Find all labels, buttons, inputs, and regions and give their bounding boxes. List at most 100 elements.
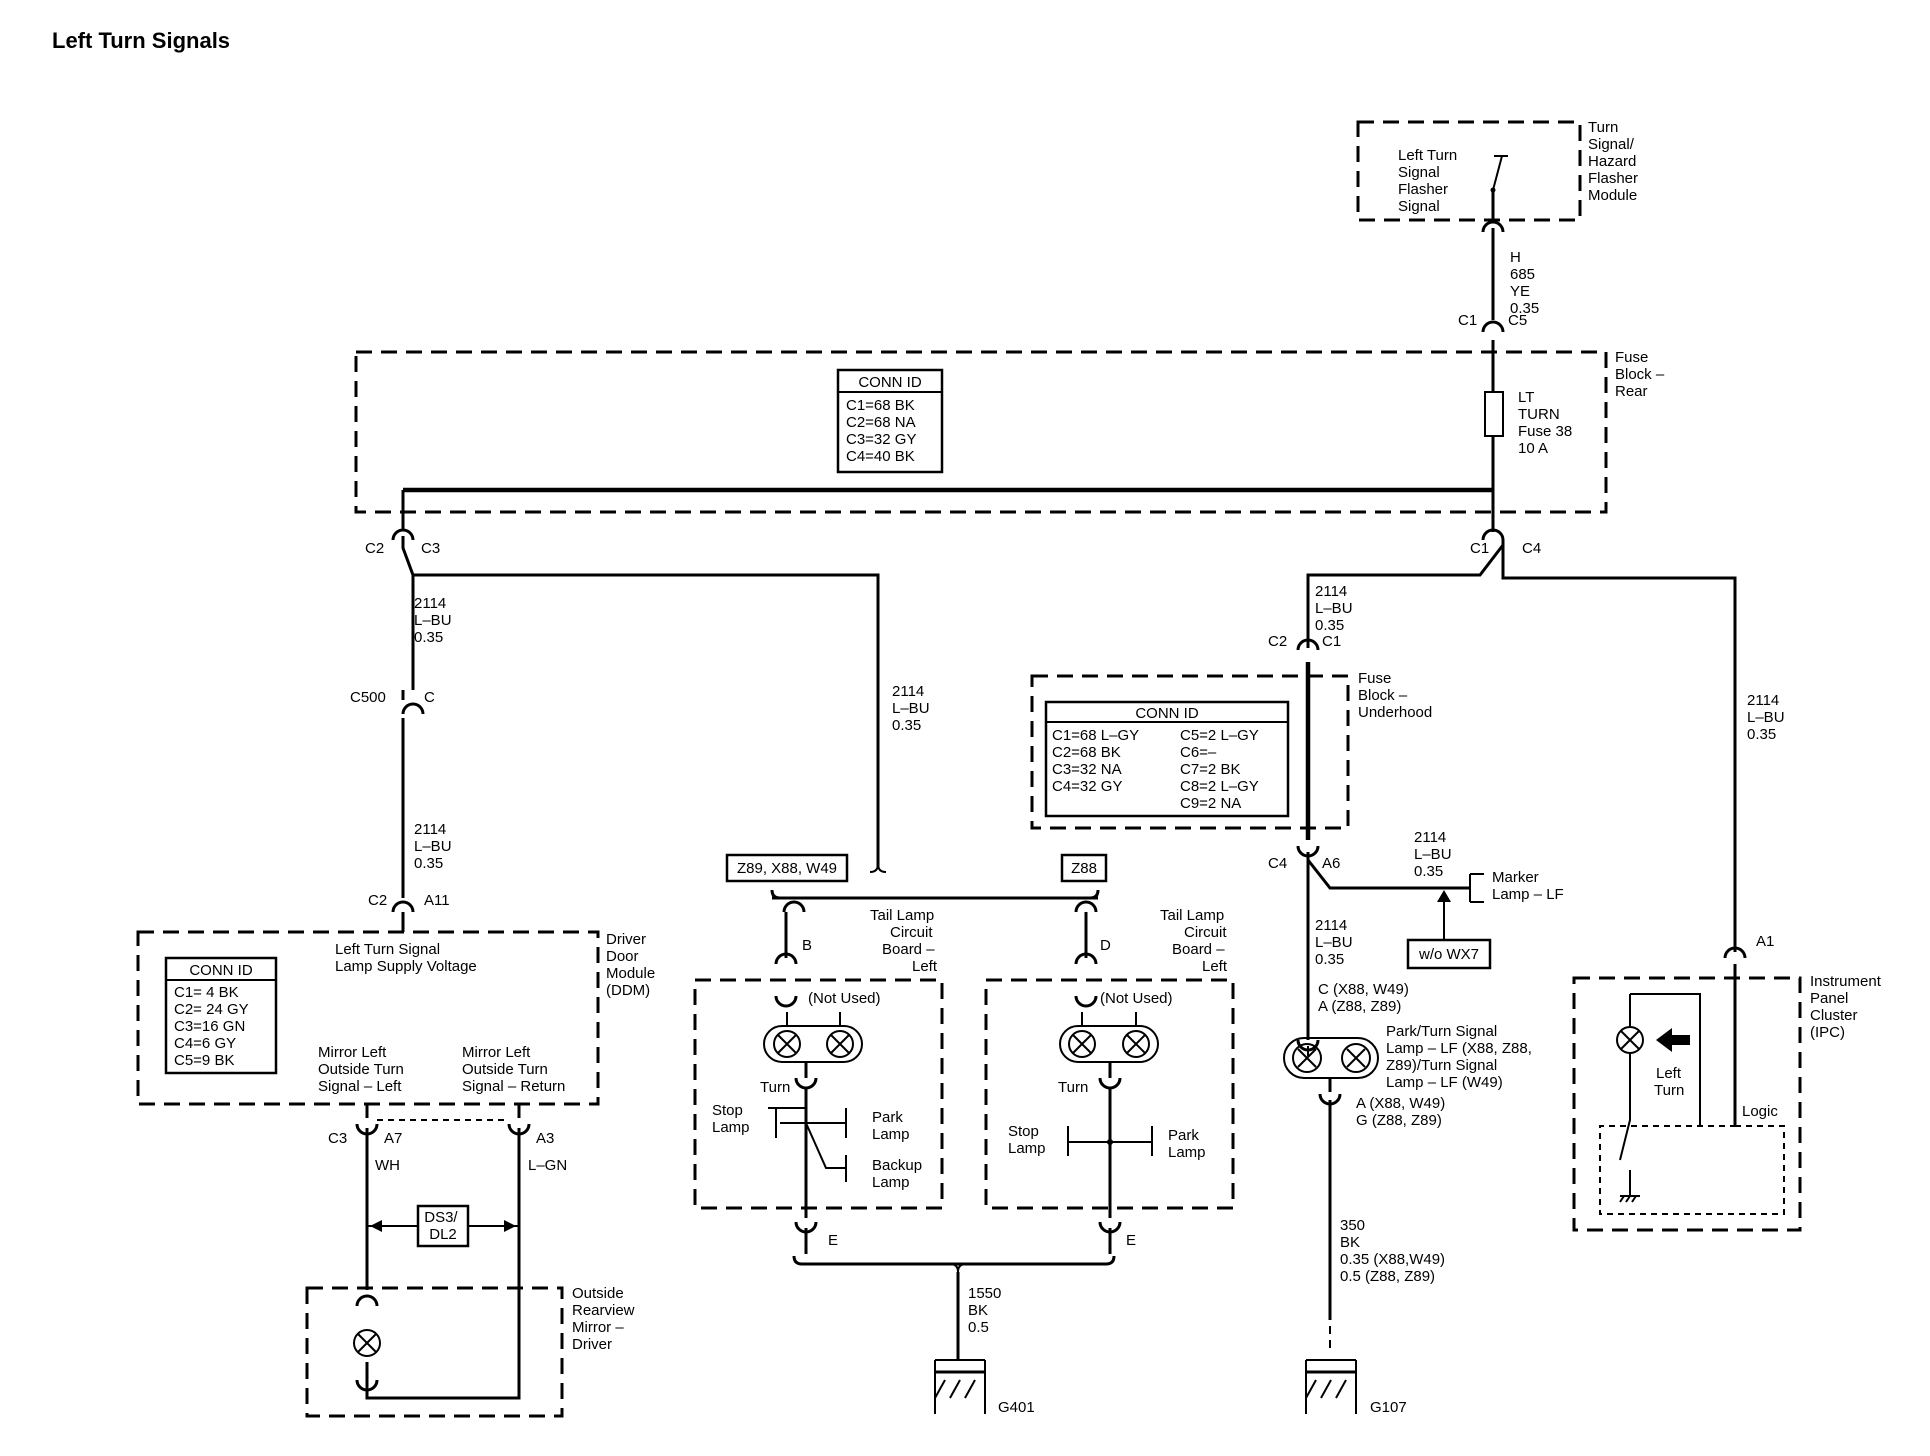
tail-lamp-board-left: Tail Lamp Circuit Board – Left B (Not Us… [693, 907, 944, 1218]
svg-text:CONN ID: CONN ID [1135, 705, 1199, 722]
marker-lamp: 2114 L–BU 0.35 Marker Lamp – LF w/o WX7 [1406, 829, 1564, 970]
svg-text:DS3/ DL2: DS3/ DL2 [424, 1209, 462, 1243]
fuse-icon [1484, 391, 1504, 437]
ground-g401-label: G401 [998, 1399, 1035, 1416]
mirror-name: Outside Rearview Mirror – Driver [572, 1285, 639, 1353]
conn-id-table-underhood: CONN ID C1=68 L–GY C2=68 BK C3=32 NA C4=… [1044, 700, 1290, 818]
connector-c2-c3-icon [391, 528, 415, 541]
fuse-block-rear: Fuse Block – Rear CONN ID C1=68 BK C2=68… [354, 340, 1665, 532]
pin-a3: A3 [536, 1130, 554, 1147]
park-turn-lamp-lf: C (X88, W49) A (Z88, Z89) Park/Turn Sign… [1283, 981, 1536, 1129]
wire-lgn: L–GN [528, 1157, 567, 1174]
top-wire-label: H 685 YE 0.35 [1510, 249, 1539, 317]
ipc-switch-ground-icon [1619, 1054, 1640, 1203]
park-turn-top-pins: C (X88, W49) A (Z88, Z89) [1318, 981, 1413, 1015]
ddm-conn-a11: A11 [424, 892, 450, 909]
svg-text:Turn: Turn [760, 1079, 790, 1096]
g107-wire-label: 350 BK 0.35 (X88,W49) 0.5 (Z88, Z89) [1340, 1217, 1449, 1285]
left-arrow-icon [1656, 1028, 1690, 1052]
conn-c2-label: C2 [365, 540, 384, 557]
conn-c3-label: C3 [421, 540, 440, 557]
mirror-return-label: Mirror Left Outside Turn Signal – Return [462, 1044, 565, 1095]
pin-a7: A7 [384, 1130, 402, 1147]
marker-wire-label: 2114 L–BU 0.35 [1414, 829, 1456, 880]
tail-right-name: Tail Lamp Circuit Board – Left [1160, 907, 1231, 975]
underhood-c4: C4 [1268, 855, 1287, 872]
wire-2114-c: 2114 L–BU 0.35 [1315, 583, 1357, 634]
park-turn-bottom-pins: A (X88, W49) G (Z88, Z89) [1356, 1095, 1449, 1129]
conn-c5-label: C5 [1508, 312, 1527, 329]
option-z88: Z88 [1060, 853, 1108, 883]
wire-2114-d: 2114 L–BU 0.35 [1747, 692, 1789, 743]
svg-text:Z88: Z88 [1071, 860, 1097, 877]
conn-c1-rear-label: C1 [1470, 540, 1489, 557]
flasher-module-name: Turn Signal/ Hazard Flasher Module [1588, 119, 1642, 204]
connector-h-icon [1481, 220, 1505, 233]
ipc-pin-a1: A1 [1756, 933, 1774, 950]
instrument-panel-cluster: Instrument Panel Cluster (IPC) Left Turn… [1572, 964, 1885, 1232]
switch-icon [1490, 155, 1508, 193]
wire-wh: WH [375, 1157, 400, 1174]
marker-option: w/o WX7 [1418, 946, 1479, 963]
option-z89-x88-w49: Z89, X88, W49 [725, 853, 849, 883]
connector-c500-icon [401, 702, 425, 715]
ipc-lamp-icon [1616, 1026, 1644, 1054]
tail-right-pin-e: E [1126, 1232, 1136, 1249]
underhood-c2: C2 [1268, 633, 1287, 650]
ipc-name: Instrument Panel Cluster (IPC) [1810, 973, 1885, 1041]
mirror-lamp-icon [353, 1329, 381, 1357]
svg-text:C5=2 L–GY C6=–: C5=2 L–GY C6=– C7=2 BK C8=2 L–GY C9=2 NA [1180, 727, 1263, 812]
svg-text:B: B [802, 937, 812, 954]
svg-text:C1=68 L–GY C2=68 BK: C1=68 L–GY C2=68 BK C3=32 NA C4=32 GY [1052, 727, 1143, 795]
svg-text:C1= 4 BK C2= 24 GY: C1= 4 BK C2= 24 GY C3=16 GN C4=6 GY C5=9… [174, 984, 253, 1069]
ddm-supply-label: Left Turn Signal Lamp Supply Voltage [335, 941, 477, 975]
svg-text:CONN ID: CONN ID [189, 962, 253, 979]
underhood-out-wire: 2114 L–BU 0.35 [1315, 917, 1357, 968]
conn-id-table-rear: CONN ID C1=68 BK C2=68 NA C3=32 GY C4=40… [836, 368, 944, 474]
ground-g107-icon [1305, 1359, 1357, 1414]
flasher-module: Left Turn Signal Flasher Signal Turn Sig… [1356, 119, 1642, 222]
wire-2114-mid: 2114 L–BU 0.35 [892, 683, 934, 734]
ground-g107-label: G107 [1370, 1399, 1407, 1416]
connector-c2-a11-icon [391, 900, 415, 913]
tail-lamp-board-right: Tail Lamp Circuit Board – Left D (Not Us… [984, 907, 1235, 1218]
marker-lamp-name: Marker Lamp – LF [1492, 869, 1564, 903]
pin-c3: C3 [328, 1130, 347, 1147]
wire-2114-b: 2114 L–BU 0.35 [414, 821, 456, 872]
mirror-left-label: Mirror Left Outside Turn Signal – Left [318, 1044, 408, 1095]
wire-2114-a: 2114 L–BU 0.35 [414, 595, 456, 646]
tail-left-bulb-icon [763, 1012, 863, 1063]
marker-arrow-icon [1437, 890, 1451, 902]
diagram-title: Left Turn Signals [52, 28, 230, 53]
conn-id-table-ddm: CONN ID C1= 4 BK C2= 24 GY C3=16 GN C4=6… [164, 956, 278, 1075]
fuse-label: LT TURN Fuse 38 10 A [1518, 389, 1576, 457]
conn-c4-rear-label: C4 [1522, 540, 1541, 557]
tail-left-pin-e: E [828, 1232, 838, 1249]
connector-c1-c5-icon [1481, 320, 1505, 333]
park-turn-name: Park/Turn Signal Lamp – LF (X88, Z88, Z8… [1386, 1023, 1536, 1091]
ground-g401-icon [934, 1359, 986, 1414]
driver-door-module: Driver Door Module (DDM) C2 A11 Left Tur… [136, 892, 659, 1106]
ds3-dl2-reference: DS3/ DL2 [368, 1204, 518, 1248]
underhood-c1: C1 [1322, 633, 1341, 650]
tail-right-bulb-icon [1059, 1012, 1159, 1063]
conn-c1-label: C1 [1458, 312, 1477, 329]
ipc-logic: Logic [1742, 1103, 1778, 1120]
connector-c1-c4-icon [1481, 528, 1505, 541]
outside-mirror: Outside Rearview Mirror – Driver [305, 1285, 639, 1418]
g401-wire-label: 1550 BK 0.5 [968, 1285, 1006, 1336]
tail-left-name: Tail Lamp Circuit Board – Left [870, 907, 939, 975]
ddm-name: Driver Door Module (DDM) [606, 931, 659, 999]
flasher-inner-label: Left Turn Signal Flasher Signal [1398, 147, 1461, 215]
conn-c500-label: C500 [350, 689, 386, 706]
underhood-a6: A6 [1322, 855, 1340, 872]
ddm-conn-c2: C2 [368, 892, 387, 909]
conn-c-label: C [424, 689, 435, 706]
svg-text:Turn: Turn [1058, 1079, 1088, 1096]
svg-text:C1=68 BK C2=68 NA: C1=68 BK C2=68 NA C3=32 GY C4=40 BK [846, 397, 920, 465]
